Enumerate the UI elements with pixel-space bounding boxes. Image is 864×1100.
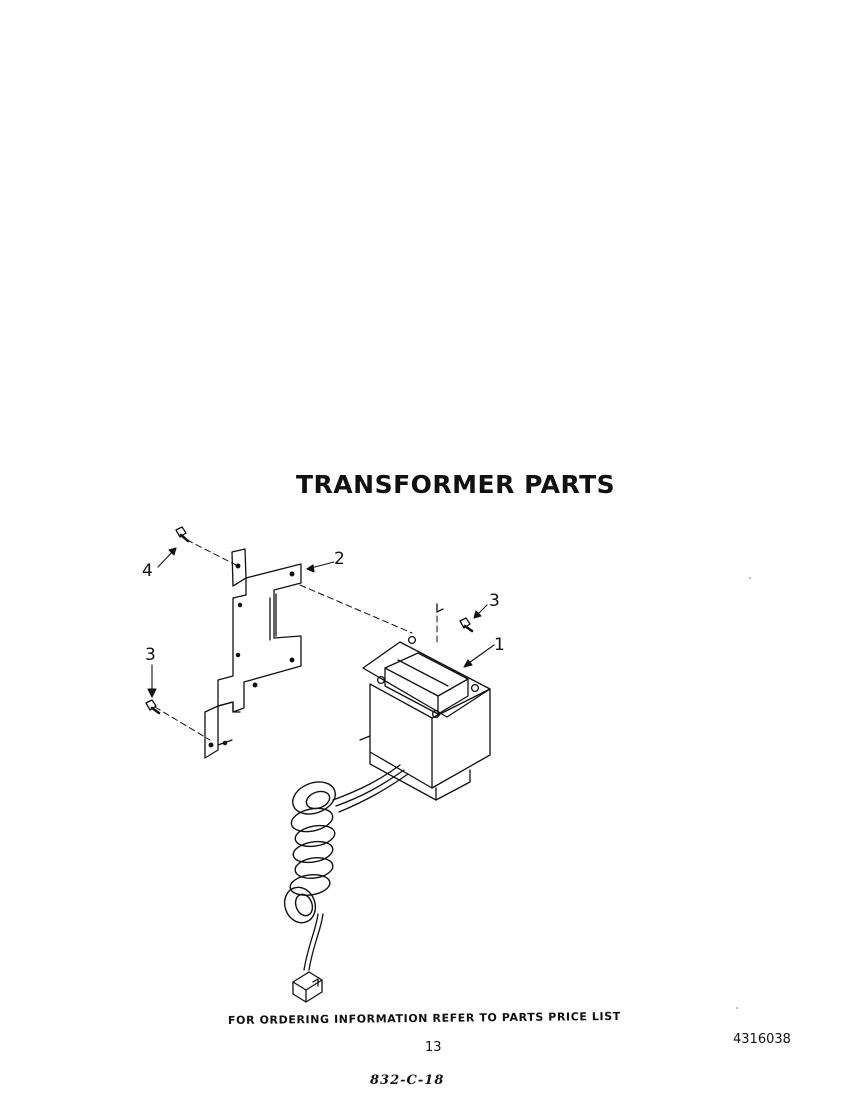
mounting-bracket bbox=[204, 548, 302, 759]
page-title: TRANSFORMER PARTS bbox=[296, 470, 616, 499]
callout-1: 1 bbox=[494, 635, 505, 655]
lead-wires bbox=[303, 764, 409, 971]
callout-2: 2 bbox=[334, 549, 345, 569]
screw-left bbox=[145, 699, 161, 715]
leader-arrows bbox=[147, 547, 495, 698]
document-part-number: 4316038 bbox=[733, 1032, 791, 1047]
callout-3-left: 3 bbox=[145, 645, 156, 665]
page-number: 13 bbox=[425, 1040, 442, 1055]
mounting-tab bbox=[436, 603, 444, 613]
callout-3-right: 3 bbox=[489, 591, 500, 611]
handwritten-note: 832-C-18 bbox=[370, 1073, 445, 1088]
connector-plug bbox=[292, 971, 323, 1003]
assembly-lines bbox=[154, 539, 438, 741]
scan-speck bbox=[736, 1007, 738, 1009]
screw-top bbox=[175, 526, 190, 543]
scan-speck bbox=[749, 577, 751, 579]
transformer bbox=[359, 635, 491, 801]
screw-right bbox=[459, 617, 474, 633]
coiled-wire bbox=[283, 781, 337, 924]
callout-4: 4 bbox=[142, 561, 153, 581]
